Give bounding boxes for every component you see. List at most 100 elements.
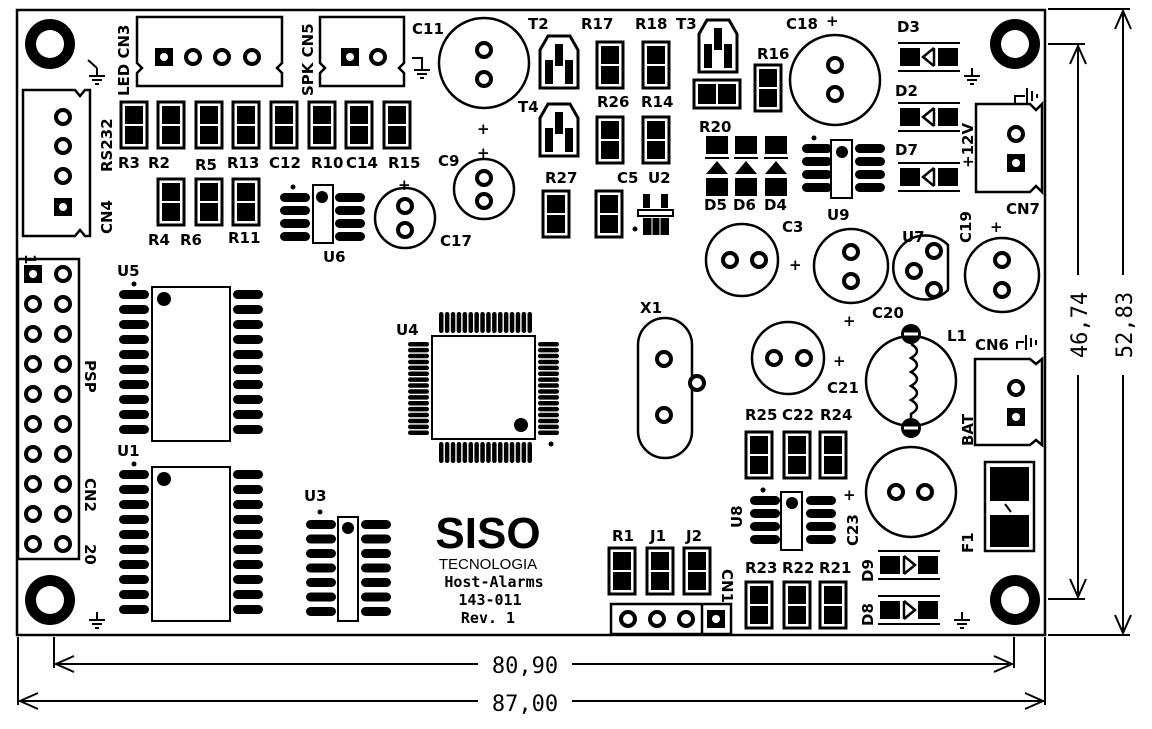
ic-lead xyxy=(306,549,336,558)
qfp-lead xyxy=(450,312,456,333)
diode-d6 xyxy=(733,135,759,197)
ic-lead xyxy=(233,470,263,479)
pin xyxy=(24,355,42,373)
ic-lead xyxy=(119,395,149,404)
ic-lead xyxy=(119,290,149,299)
qfp-lead xyxy=(538,430,559,435)
qfp-lead xyxy=(439,442,444,463)
label-r6: R6 xyxy=(180,231,202,249)
qfp-lead xyxy=(480,312,485,333)
ic-lead xyxy=(233,560,263,569)
plus-sign: + xyxy=(826,12,839,30)
transistor-t3 xyxy=(697,18,739,74)
label-r1: R1 xyxy=(612,527,634,545)
qfp-lead xyxy=(444,312,450,333)
resistor-r21 xyxy=(818,580,848,630)
ground-trace xyxy=(87,59,98,69)
label-r11: R11 xyxy=(228,229,260,247)
qfp-lead xyxy=(408,342,429,347)
resistor-r23 xyxy=(744,580,774,630)
ic-body xyxy=(151,466,231,622)
qfp-lead xyxy=(408,359,429,365)
label-cn1: CN1 xyxy=(718,569,736,603)
label-r23: R23 xyxy=(745,559,777,577)
label-r16: R16 xyxy=(757,45,789,63)
ic-lead xyxy=(233,320,263,329)
qfp-lead xyxy=(408,377,429,382)
label-cn6: CN6 xyxy=(975,336,1009,354)
label-r21: R21 xyxy=(819,559,851,577)
resistor-r14 xyxy=(641,115,671,165)
ground-icon xyxy=(1014,88,1038,104)
qfp-lead xyxy=(468,442,473,463)
mounting-hole-bottom-left xyxy=(25,575,75,625)
qfp-lead xyxy=(503,312,509,333)
label-r13: R13 xyxy=(227,154,259,172)
qfp-lead xyxy=(456,312,462,333)
pin1-marker xyxy=(548,441,554,447)
label-c14: C14 xyxy=(346,154,378,172)
qfp-lead xyxy=(509,312,515,333)
qfp-lead xyxy=(408,424,429,430)
pin xyxy=(24,535,42,553)
plus-sign: + xyxy=(843,486,856,504)
label-u5: U5 xyxy=(117,262,140,280)
pin xyxy=(54,385,72,403)
ic-lead xyxy=(233,290,263,299)
label-j1: J1 xyxy=(649,527,666,545)
label-r17: R17 xyxy=(581,15,613,33)
ic-lead xyxy=(233,545,263,554)
dimension-width-total xyxy=(17,637,1046,710)
connector-cn7 xyxy=(974,100,1044,196)
ic-lead xyxy=(233,590,263,599)
logo-siso: SISO xyxy=(435,509,540,558)
qfp-lead xyxy=(527,442,532,463)
capacitor-c14 xyxy=(344,100,374,150)
ic-lead xyxy=(233,530,263,539)
label-r3: R3 xyxy=(118,154,140,172)
ic-lead xyxy=(233,350,263,359)
qfp-lead xyxy=(408,389,429,394)
qfp-lead xyxy=(408,430,429,435)
resistor-r1 xyxy=(607,546,637,596)
plus-sign: + xyxy=(843,312,856,330)
label-r15: R15 xyxy=(388,154,420,172)
inductor-l1 xyxy=(864,324,958,438)
qfp-lead xyxy=(462,312,468,333)
pin1-dot xyxy=(342,522,354,534)
label-rs232: RS232 xyxy=(98,118,116,172)
pin1-dot xyxy=(514,418,528,432)
qfp-lead xyxy=(538,347,559,353)
label-d4: D4 xyxy=(764,196,787,214)
label-c11: C11 xyxy=(412,20,444,38)
label-x1: X1 xyxy=(640,299,662,317)
ic-lead xyxy=(233,335,263,344)
dimension-height-total-label: 52,83 xyxy=(1113,292,1138,358)
label-t2: T2 xyxy=(528,15,549,33)
ic-u9 xyxy=(802,135,885,199)
ic-lead xyxy=(361,607,391,616)
pin xyxy=(24,295,42,313)
pin xyxy=(54,265,72,283)
revision: Rev. 1 xyxy=(461,609,515,627)
qfp-lead xyxy=(486,442,491,463)
label-psp: PSP xyxy=(81,360,99,393)
pin xyxy=(54,415,72,433)
ic-lead xyxy=(233,485,263,494)
label-d8: D8 xyxy=(859,603,877,626)
capacitor-c17 xyxy=(373,186,437,250)
label-d3: D3 xyxy=(897,18,920,36)
pin xyxy=(24,475,42,493)
pin xyxy=(24,505,42,523)
ic-u6 xyxy=(280,184,365,244)
qfp-lead xyxy=(538,401,559,406)
label-r5: R5 xyxy=(195,156,217,174)
part-number: 143-011 xyxy=(458,591,521,609)
qfp-lead xyxy=(408,406,429,412)
plus-sign: + xyxy=(833,352,846,370)
jumper-j1 xyxy=(645,546,675,596)
resistor-r13 xyxy=(231,100,261,150)
resistor-r18 xyxy=(641,40,671,90)
label-r4: R4 xyxy=(148,231,170,249)
plus-sign: + xyxy=(990,218,1003,236)
